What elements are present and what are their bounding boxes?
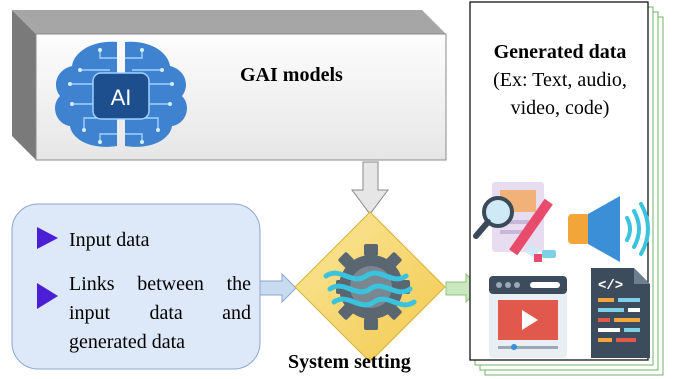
ai-chip-text: AI [111,85,132,110]
svg-text:</>: </> [598,278,623,294]
arrow-input-to-system [259,272,297,304]
ai-brain-icon: AI [55,41,187,147]
gai-models-label: GAI models [240,64,343,86]
generated-data-title: Generated data [493,41,627,63]
gear-icon [323,244,417,330]
links-bullet [37,283,58,309]
code-file-icon: </> [591,268,650,358]
document-edit-icon [473,182,556,262]
speaker-icon [568,196,650,262]
generated-data-description: (Ex: Text, audio, video, code) [493,69,627,119]
input-data-bullet [37,227,58,249]
system-setting-label: System setting [288,351,411,373]
links-label: Links between the input data and generat… [69,273,251,353]
video-player-icon [489,276,567,358]
arrow-gai-to-system [351,161,389,215]
input-data-label: Input data [69,229,150,251]
